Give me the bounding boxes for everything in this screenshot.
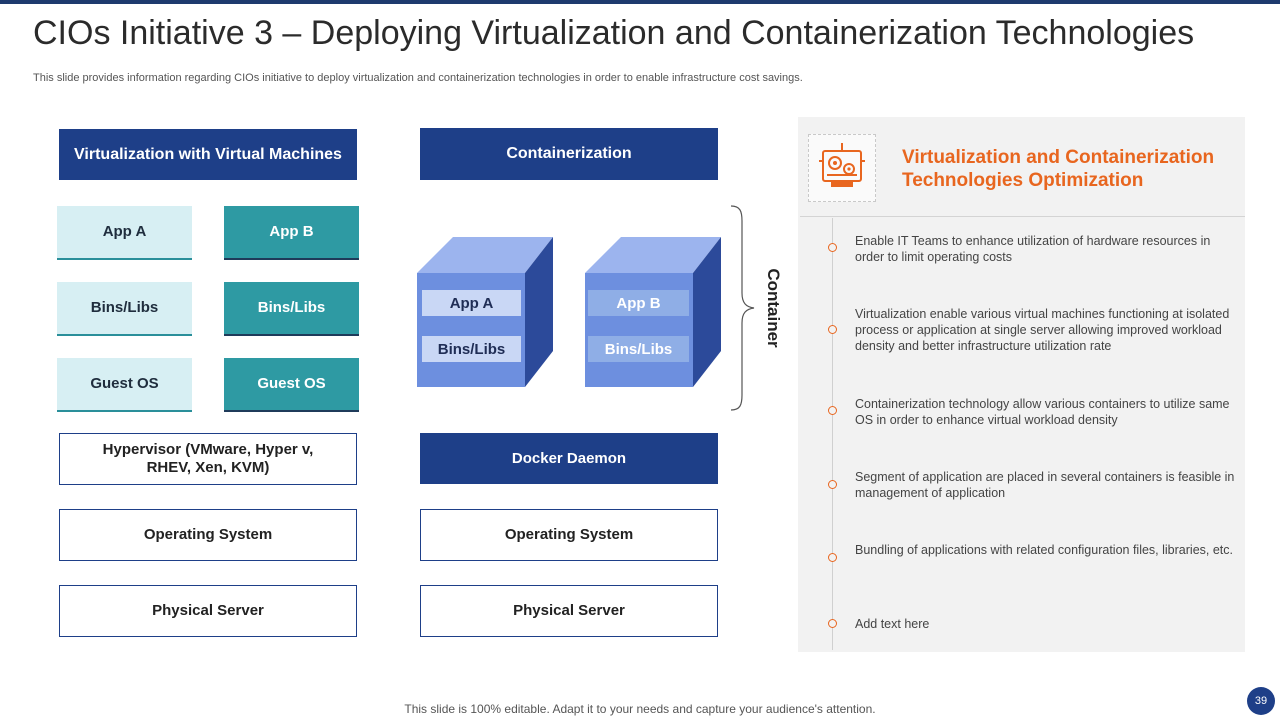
container-a-app: App A — [422, 290, 521, 316]
timeline-dot — [828, 325, 837, 334]
vm-a-guest-os: Guest OS — [57, 358, 192, 412]
container-brace — [730, 205, 755, 411]
vm-b-bins: Bins/Libs — [224, 282, 359, 336]
page-number: 39 — [1247, 687, 1275, 715]
panel-item: Add text here — [855, 617, 930, 631]
container-a-bins: Bins/Libs — [422, 336, 521, 362]
footer-note: This slide is 100% editable. Adapt it to… — [404, 702, 876, 716]
container-operating-system-box: Operating System — [420, 509, 718, 561]
container-b-bins: Bins/Libs — [588, 336, 689, 362]
hypervisor-box: Hypervisor (VMware, Hyper v, RHEV, Xen, … — [59, 433, 357, 485]
vm-operating-system-box: Operating System — [59, 509, 357, 561]
info-panel — [798, 117, 1245, 652]
vm-a-app: App A — [57, 206, 192, 260]
container-a-cube: App A Bins/Libs — [417, 237, 554, 387]
vm-b-app: App B — [224, 206, 359, 260]
top-rule — [0, 0, 1280, 4]
timeline-dot — [828, 243, 837, 252]
timeline-dot — [828, 553, 837, 562]
vm-b-guest-os: Guest OS — [224, 358, 359, 412]
container-physical-server-box: Physical Server — [420, 585, 718, 637]
timeline-dot — [828, 480, 837, 489]
container-b-cube: App B Bins/Libs — [585, 237, 722, 387]
containerization-header: Containerization — [420, 128, 718, 180]
panel-item: Virtualization enable various virtual ma… — [855, 307, 1230, 353]
panel-item: Enable IT Teams to enhance utilization o… — [855, 234, 1211, 264]
docker-daemon-box: Docker Daemon — [420, 433, 718, 484]
slide-subtitle: This slide provides information regardin… — [33, 72, 803, 84]
virtualization-header: Virtualization with Virtual Machines — [59, 129, 357, 180]
panel-item: Bundling of applications with related co… — [855, 543, 1233, 557]
server-gears-icon — [808, 134, 876, 202]
vm-physical-server-box: Physical Server — [59, 585, 357, 637]
timeline-line — [832, 218, 833, 650]
container-label: Container — [764, 268, 783, 348]
panel-divider — [800, 216, 1245, 217]
timeline-dot — [828, 619, 837, 628]
panel-title: Virtualization and Containerization Tech… — [902, 147, 1215, 191]
container-b-app: App B — [588, 290, 689, 316]
panel-item: Segment of application are placed in sev… — [855, 470, 1235, 500]
vm-a-bins: Bins/Libs — [57, 282, 192, 336]
panel-item: Containerization technology allow variou… — [855, 397, 1230, 427]
timeline-dot — [828, 406, 837, 415]
slide-title: CIOs Initiative 3 – Deploying Virtualiza… — [33, 14, 1195, 52]
